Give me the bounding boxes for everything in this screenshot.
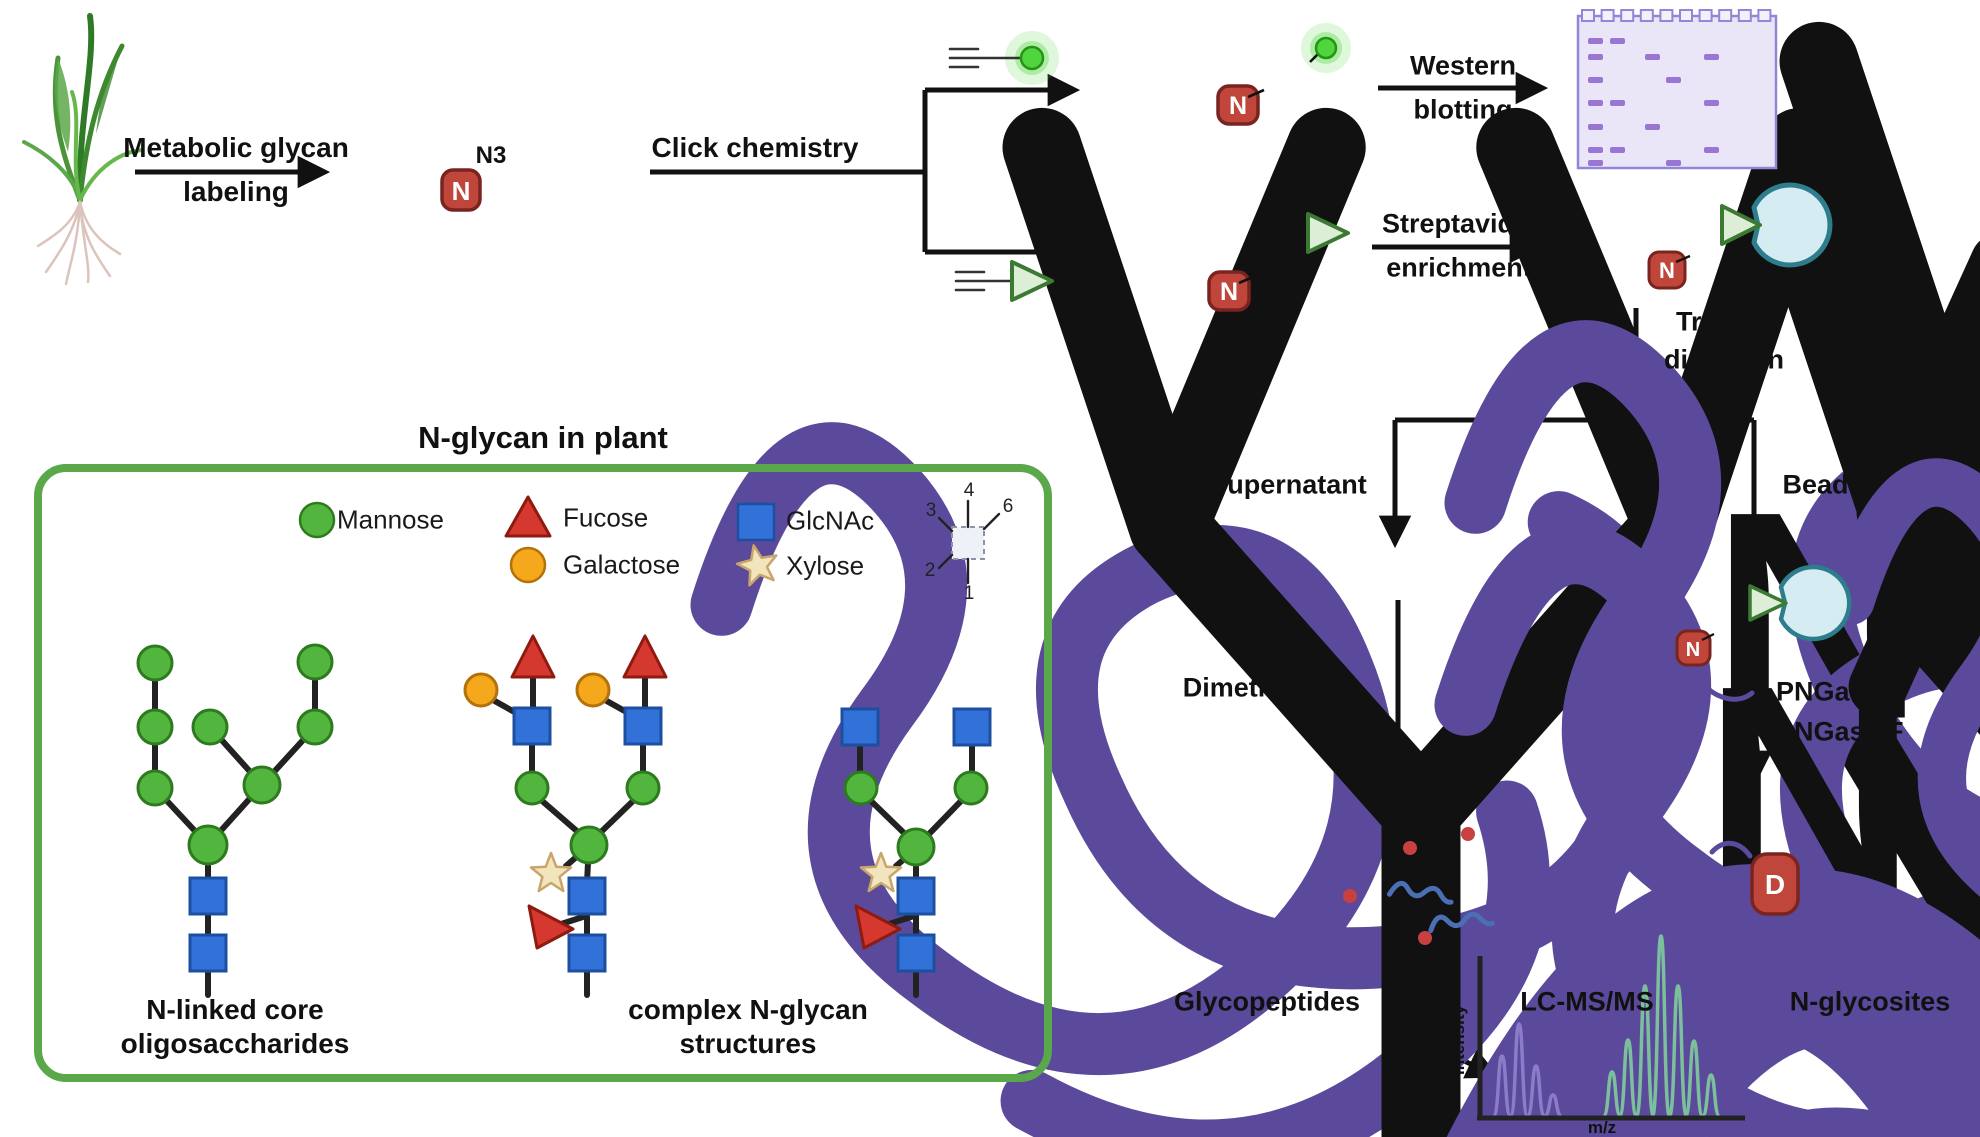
protein-n-label: N — [1686, 639, 1700, 661]
caption2-line2: structures — [679, 1028, 817, 1059]
lcmsms-label: LC-MS/MS — [1520, 986, 1654, 1017]
plant-roots — [36, 200, 122, 286]
biotin-triangle-icon — [1720, 204, 1762, 246]
pngase-f-label: PNGase F — [1776, 716, 1904, 747]
linkage-3: 3 — [925, 500, 937, 521]
nglycan-box-border — [34, 464, 1052, 1082]
metabolic-label-line1: Metabolic glycan — [123, 132, 349, 163]
metabolic-label-line2: labeling — [183, 176, 289, 207]
biotin-triangle-icon — [1306, 212, 1350, 254]
legend-glcnac-label: GlcNAc — [786, 505, 875, 536]
trypsin-label-line1: Trypsin — [1675, 306, 1773, 337]
legend-mannose-label: Mannose — [337, 504, 444, 535]
biotin-triangle-icon — [1748, 584, 1788, 622]
alkyne-biotin-reagent — [954, 260, 1054, 302]
streptavidin-bead-icon — [1778, 564, 1852, 642]
protein-n-label: N — [1220, 278, 1238, 306]
fluorophore-icon — [1314, 36, 1338, 60]
glcnac-icon — [736, 502, 776, 542]
gel-wells — [1581, 9, 1772, 22]
supernatant-label: Supernatant — [1209, 469, 1367, 500]
beads-label: Beads — [1782, 469, 1864, 500]
ms-peaks — [1491, 934, 1722, 1118]
western-blot-gel — [1576, 9, 1778, 170]
pngase-a-label: PNGase A — [1776, 676, 1906, 707]
glycopeptide-cluster — [1343, 827, 1980, 1137]
linkage-1: 1 — [963, 583, 975, 604]
protein-n-label: N — [1229, 92, 1247, 120]
deamidated-peptide: D — [1709, 840, 1859, 937]
caption1-line1: N-linked core — [146, 994, 324, 1025]
legend-shapes — [298, 495, 783, 589]
caption2-line1: complex N-glycan — [628, 994, 868, 1025]
alkyne-fluorophore-reagent — [948, 31, 1059, 85]
linkage-key — [937, 499, 1001, 585]
mz-axis-label: m/z — [1587, 1118, 1617, 1137]
intensity-axis-label: Intensity — [1449, 1005, 1468, 1075]
clicked-protein-biotin: N — [1207, 212, 1980, 1137]
galactose-icon — [509, 546, 547, 584]
streptavidin-label-line1: Streptavidin — [1381, 208, 1539, 239]
biotin-triangle-icon — [1010, 260, 1054, 302]
linkage-2: 2 — [924, 560, 936, 581]
protein-n-label: N — [1659, 258, 1675, 283]
legend-fucose-label: Fucose — [563, 502, 649, 533]
nglycosites-label: N-glycosites — [1789, 986, 1951, 1017]
bead-bound-glycopeptide: N — [1631, 564, 1852, 702]
plant-illustration — [22, 13, 144, 286]
linkage-6: 6 — [1002, 496, 1014, 517]
azide-protein: N — [440, 147, 1800, 1137]
click-chemistry-label: Click chemistry — [651, 132, 859, 163]
streptavidin-label-line2: enrichment — [1386, 252, 1532, 283]
complex-glycan-structure-2 — [840, 707, 992, 998]
gel-bands — [1588, 38, 1719, 166]
protein-n-label: N — [452, 176, 471, 206]
dimethyl-tag-dots — [1343, 827, 1475, 945]
deamidated-d-label: D — [1765, 869, 1785, 900]
clicked-protein-fluorophore: N — [1216, 23, 1980, 1137]
caption1-line2: oligosaccharides — [120, 1028, 350, 1059]
trypsin-label-line2: digestion — [1664, 344, 1784, 375]
fluorophore-icon — [1019, 45, 1045, 71]
high-mannose-structure — [136, 643, 334, 998]
western-label-line1: Western — [1409, 50, 1517, 81]
western-label-line2: blotting — [1413, 94, 1513, 125]
glycopeptides-label: Glycopeptides — [1173, 986, 1361, 1017]
azide-n3-tag: N3 — [475, 142, 507, 169]
legend-galactose-label: Galactose — [563, 549, 681, 580]
mannose-icon — [298, 501, 336, 539]
linkage-4: 4 — [963, 480, 975, 501]
fucose-icon — [504, 495, 552, 538]
mass-spectrum — [1477, 934, 1745, 1121]
complex-glycan-structure-1 — [463, 634, 668, 998]
nglycan-box-title: N-glycan in plant — [418, 420, 668, 455]
legend-xylose-label: Xylose — [786, 550, 865, 581]
dimethylation-label: Dimethylation — [1182, 672, 1362, 703]
enriched-protein-bead: N — [1647, 182, 1980, 1137]
streptavidin-bead-icon — [1751, 182, 1833, 268]
